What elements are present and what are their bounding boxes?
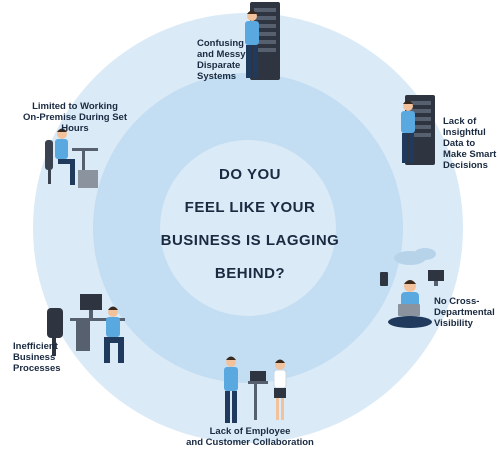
collaboration-illustration [224,356,287,423]
issue-label-insightful-data: Lack of Insightful Data to Make Smart De… [443,116,497,171]
issue-label-collaboration: Lack of Employee and Customer Collaborat… [186,426,314,448]
server-rack-illustration-top [245,2,280,80]
issue-label-disparate-systems: Confusing and Messy Disparate Systems [197,38,246,82]
issue-label-on-premise-hours: Limited to Working On-Premise During Set… [23,101,127,134]
issue-label-cross-departmental-visibility: No Cross- Departmental Visibility [434,296,495,329]
center-question-line-2: FEEL LIKE YOUR [184,199,316,216]
center-question-line-4: BEHIND? [214,265,286,282]
kneeling-worker-illustration [47,294,125,363]
center-circle [160,140,336,316]
center-question-line-3: BUSINESS IS LAGGING [160,232,340,249]
center-question-line-1: DO YOU [219,166,281,183]
server-rack-illustration-right [401,95,435,165]
laptop-worker-illustration [380,248,444,328]
desk-worker-illustration [45,128,98,188]
issue-label-inefficient-processes: Inefficient Business Processes [13,341,61,374]
